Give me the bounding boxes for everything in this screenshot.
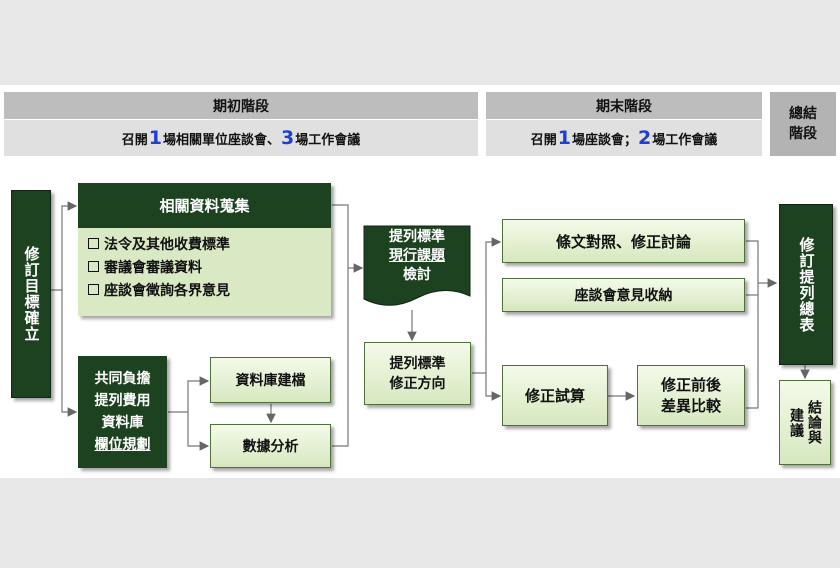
opinion-intake-box: 座談會意見收納 xyxy=(502,278,745,312)
clause-comparison-label: 條文對照、修正討論 xyxy=(555,232,691,251)
goal-establish-box: 修訂目標確立 xyxy=(11,190,51,398)
data-analysis-label: 數據分析 xyxy=(242,439,299,455)
data-collection-header: 相關資料蒐集 xyxy=(78,183,331,228)
conclusion-col1: 結論與 xyxy=(806,400,822,445)
early-suffix: 場工作會議 xyxy=(295,132,361,148)
diff-line1: 修正前後 xyxy=(660,375,721,394)
direction-line1: 提列標準 xyxy=(389,355,446,372)
db-build-label: 資料庫建檔 xyxy=(235,373,306,389)
shared-cost-db-planning-box: 共同負擔 提列費用 資料庫 欄位規劃 xyxy=(78,356,167,468)
summary-phase-line1: 總結 xyxy=(789,106,817,122)
summary-table-label: 修訂提列總表 xyxy=(797,236,816,333)
conclusion-col2: 建議 xyxy=(788,407,804,438)
early-phase-title: 期初階段 xyxy=(4,92,478,119)
data-collection-list: 法令及其他收費標準 審議會審議資料 座談會徵詢各界意見 xyxy=(78,228,331,316)
trial-calc-label: 修正試算 xyxy=(524,387,585,405)
diff-comparison-box: 修正前後 差異比較 xyxy=(637,365,745,426)
review-box: 提列標準 現行課題 檢討 xyxy=(364,228,470,294)
opinion-intake-label: 座談會意見收納 xyxy=(574,288,673,304)
checkbox-icon xyxy=(88,261,99,272)
shared-line4: 欄位規劃 xyxy=(94,437,151,453)
goal-establish-label: 修訂目標確立 xyxy=(22,246,41,342)
review-line2: 現行課題 xyxy=(389,248,445,264)
db-build-box: 資料庫建檔 xyxy=(210,357,331,403)
collection-item: 法令及其他收費標準 xyxy=(88,234,321,257)
checkbox-icon xyxy=(88,284,99,295)
conclusion-box: 結論與 建議 xyxy=(779,380,831,465)
data-collection-title: 相關資料蒐集 xyxy=(159,197,250,215)
collection-item-label: 法令及其他收費標準 xyxy=(104,237,230,253)
late-count-2: 2 xyxy=(638,127,652,149)
summary-phase-line2: 階段 xyxy=(789,126,817,142)
review-line3: 檢討 xyxy=(403,267,431,283)
clause-comparison-box: 條文對照、修正討論 xyxy=(502,219,745,263)
diff-line2: 差異比較 xyxy=(660,396,721,415)
early-mid: 場相關單位座談會、 xyxy=(162,132,280,148)
early-prefix: 召開 xyxy=(121,132,148,148)
collection-item-label: 審議會審議資料 xyxy=(104,260,202,276)
collection-item: 座談會徵詢各界意見 xyxy=(88,280,321,303)
shared-line3: 資料庫 xyxy=(101,415,144,431)
late-phase-title: 期末階段 xyxy=(486,92,762,119)
direction-line2: 修正方向 xyxy=(389,375,446,392)
late-prefix: 召開 xyxy=(530,132,557,148)
checkbox-icon xyxy=(88,238,99,249)
late-count-1: 1 xyxy=(557,127,571,149)
early-count-1: 1 xyxy=(148,127,162,149)
collection-item-label: 座談會徵詢各界意見 xyxy=(104,283,230,299)
shared-line2: 提列費用 xyxy=(94,393,151,409)
shared-line1: 共同負擔 xyxy=(94,371,151,387)
trial-calc-box: 修正試算 xyxy=(502,365,608,426)
top-band xyxy=(0,0,840,85)
data-analysis-box: 數據分析 xyxy=(210,424,331,468)
collection-item: 審議會審議資料 xyxy=(88,257,321,280)
review-line1: 提列標準 xyxy=(389,229,445,245)
late-mid: 場座談會； xyxy=(571,132,637,148)
summary-phase-title: 總結階段 xyxy=(770,92,836,156)
summary-table-box: 修訂提列總表 xyxy=(779,204,833,365)
early-count-2: 3 xyxy=(281,127,295,149)
bottom-band xyxy=(0,478,840,568)
late-suffix: 場工作會議 xyxy=(652,132,718,148)
revision-direction-box: 提列標準 修正方向 xyxy=(364,342,471,405)
